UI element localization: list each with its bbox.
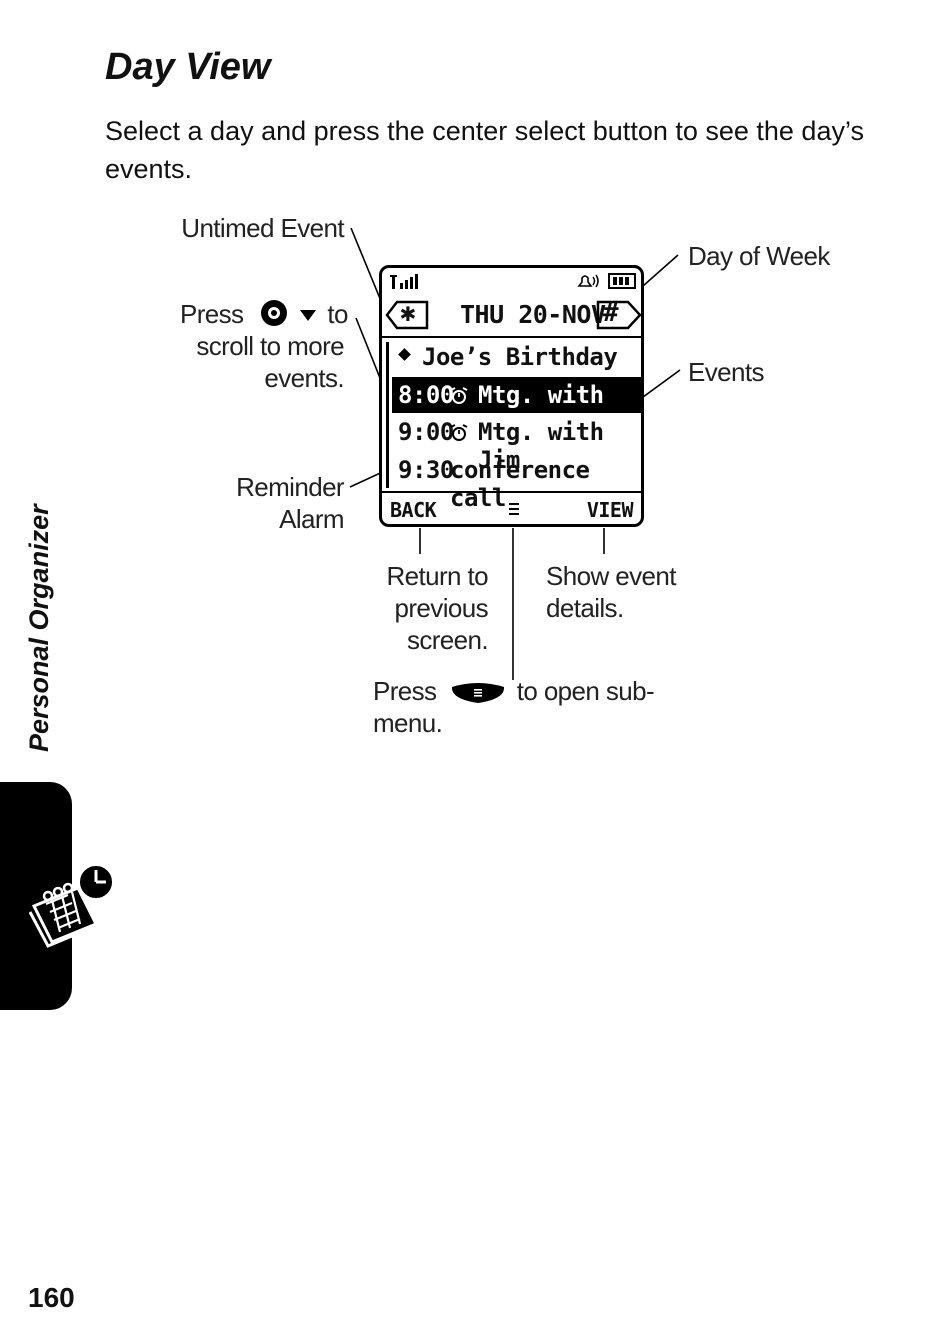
organizer-icon (28, 856, 116, 948)
back-softkey[interactable]: BACK (390, 498, 437, 522)
scrollbar[interactable] (386, 342, 389, 488)
event-row[interactable]: 9:00 Mtg. with Jim (392, 413, 641, 474)
menu-instruction-end: to open sub- (516, 676, 655, 706)
event-text: Joe’s Birthday (422, 343, 618, 371)
phone-screen: ✱ THU 20-NOV # Joe’s Birthday 8:00 Mtg. … (379, 265, 644, 527)
pound-key-symbol: # (603, 298, 619, 328)
alarm-icon (450, 387, 468, 404)
event-row-untimed[interactable]: Joe’s Birthday (392, 338, 641, 377)
page-title: Day View (105, 46, 271, 88)
events-label: Events (688, 357, 764, 387)
event-row[interactable]: 9:30 conference call (392, 452, 641, 512)
day-of-week-label: Day of Week (688, 241, 830, 271)
reminder-label-line2: Alarm (279, 504, 345, 534)
alert-icon (577, 274, 599, 288)
reminder-label-line1: Reminder (236, 472, 345, 502)
section-tab (0, 782, 116, 1010)
return-label-line1: Return to (386, 561, 488, 591)
section-tab-label: Personal Organizer (24, 504, 54, 752)
menu-press-text: Press (373, 676, 437, 706)
nav-key-icon (261, 300, 288, 326)
event-time: 8:00 (398, 381, 454, 409)
alarm-icon (450, 424, 468, 441)
show-details-label-line2: details. (546, 593, 624, 623)
event-text: Mtg. with Jim (478, 418, 604, 474)
down-arrow-icon (299, 310, 316, 321)
to-text: to (327, 299, 348, 329)
event-list: Joe’s Birthday 8:00 Mtg. with M... 9:00 … (392, 338, 641, 512)
scroll-instruction-line3: events. (264, 363, 344, 393)
date-header-row: ✱ THU 20-NOV # (382, 296, 641, 338)
intro-text: Select a day and press the center select… (105, 116, 864, 184)
status-bar (382, 268, 641, 292)
star-key-icon (385, 300, 429, 330)
untimed-marker-icon (398, 348, 411, 361)
return-label-line3: screen. (406, 625, 489, 655)
date-header: THU 20-NOV (460, 300, 606, 329)
event-row-selected[interactable]: 8:00 Mtg. with M... (392, 377, 641, 437)
untimed-event-label: Untimed Event (181, 213, 344, 243)
event-text: Mtg. with M... (478, 381, 604, 437)
view-softkey[interactable]: VIEW (586, 498, 634, 522)
return-label-line2: previous (394, 593, 489, 623)
softkey-bar: BACK VIEW (382, 491, 641, 524)
scroll-instruction-line1: Press to (180, 298, 348, 330)
event-time: 9:30 (398, 456, 454, 484)
battery-icon (608, 273, 636, 289)
press-text: Press (180, 299, 244, 329)
scroll-instruction-line2: scroll to more (196, 331, 344, 361)
page-number: 160 (28, 1282, 75, 1313)
menu-key-icon (452, 683, 505, 703)
menu-softkey-icon[interactable] (509, 503, 519, 515)
event-time: 9:00 (398, 418, 454, 446)
show-details-label-line1: Show event (546, 561, 676, 591)
pound-key-icon (596, 300, 641, 330)
star-key-symbol: ✱ (400, 298, 416, 328)
signal-icon (390, 274, 418, 289)
menu-instruction-line2: menu. (373, 708, 443, 738)
event-text: conference call (450, 456, 590, 512)
menu-instruction-line1: Press to open sub- (373, 675, 655, 707)
